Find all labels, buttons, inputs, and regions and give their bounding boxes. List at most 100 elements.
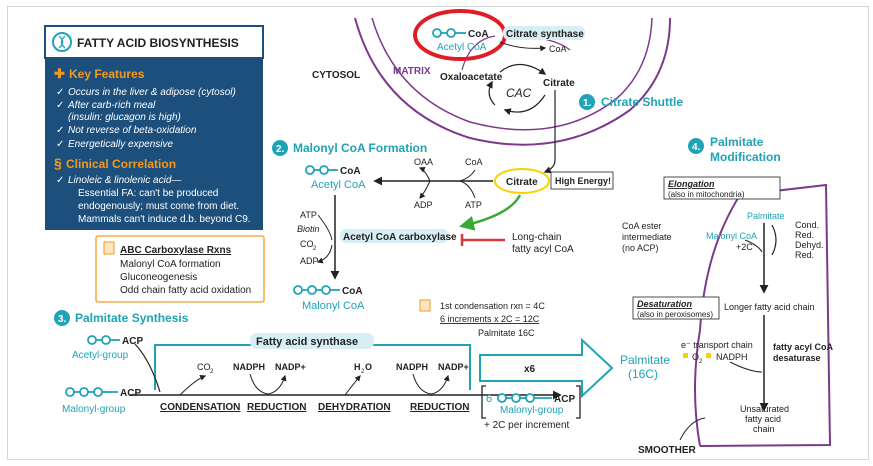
longer-chain-label: Longer fatty acid chain <box>724 302 815 312</box>
nadp-2: NADP+ <box>438 362 469 372</box>
citrate-oval <box>494 168 550 194</box>
elongation-sub: (also in mitochondria) <box>668 190 745 199</box>
red-label-1: Red. <box>795 230 814 240</box>
mitochondria: CYTOSOL MATRIX CoA Acetyl CoA Citrate sy… <box>312 9 671 174</box>
cond-label: Cond. <box>795 220 819 230</box>
step-dehydration: DEHYDRATION <box>318 402 391 413</box>
desaturase-line-2: desaturase <box>773 353 821 363</box>
clinical-heading: Clinical Correlation <box>66 157 176 171</box>
h2o-sub: 2 <box>361 369 365 375</box>
section-4-number: 4. <box>692 142 701 153</box>
step-reduction-1: REDUCTION <box>247 402 306 413</box>
high-energy-label: High Energy! <box>555 176 611 186</box>
malonyl-coa-label: Malonyl CoA <box>302 300 365 312</box>
feature-2: After carb-rich meal <box>67 100 156 111</box>
oaa-label: OAA <box>414 157 433 167</box>
malonyl-coa-coa: CoA <box>342 286 363 297</box>
coa-top: CoA <box>468 29 489 40</box>
cytosol-label: CYTOSOL <box>312 70 360 81</box>
dehyd-label: Dehyd. <box>795 240 824 250</box>
ester-line-1: CoA ester <box>622 221 662 231</box>
malonyl-group-label: Malonyl-group <box>62 404 126 415</box>
note-1: 1st condensation rxn = 4C <box>440 301 545 311</box>
acetyl-coa-cytosol <box>305 165 338 175</box>
nadph-2: NADPH <box>396 362 428 372</box>
section-3-badge <box>54 310 70 326</box>
desaturation-sub: (also in peroxisomes) <box>637 310 713 319</box>
check-icon: ✓ <box>56 139 64 150</box>
coa-label-2: CoA <box>340 166 361 177</box>
palmitate-product: Palmitate <box>620 353 670 367</box>
acp-1: ACP <box>122 336 143 347</box>
abc-carboxylase-box: ABC Carboxylase Rxns Malonyl CoA formati… <box>95 235 265 303</box>
dna-helix-icon: § <box>54 155 62 171</box>
abc-item-1: Malonyl CoA formation <box>120 259 221 270</box>
clinical-line-1: Linoleic & linolenic acid— <box>68 175 182 186</box>
loop-count: 6 <box>486 393 492 405</box>
fas-enzyme-label: Fatty acid synthase <box>256 336 358 348</box>
malonyl-coa-mod: Malonyl CoA <box>706 231 757 241</box>
x6-label: x6 <box>524 364 536 375</box>
h2o-o: O <box>365 362 372 372</box>
co2-out: CO <box>197 362 211 372</box>
section-4-badge <box>688 138 704 154</box>
key-box-title: FATTY ACID BIOSYNTHESIS <box>77 36 239 50</box>
cac-label: CAC <box>506 86 532 100</box>
check-icon: ✓ <box>56 87 64 98</box>
malonyl-acp-molecule <box>65 387 118 397</box>
coa-released: CoA <box>549 44 567 54</box>
x6-block-arrow <box>479 337 614 399</box>
unsat-line-1: Unsaturated <box>740 404 789 414</box>
smoother-label: SMOOTHER <box>638 445 697 456</box>
note-3: Palmitate 16C <box>478 328 535 338</box>
section-3-number: 3. <box>58 314 67 325</box>
acp-2: ACP <box>120 388 141 399</box>
loop-note: + 2C per increment <box>484 420 570 431</box>
co2-left-label: CO <box>300 239 314 249</box>
feature-3: (insulin: glucagon is high) <box>68 112 181 123</box>
palmitate-mod: Palmitate <box>747 211 785 221</box>
etc-o2: O <box>692 352 699 362</box>
activation-arrow <box>459 194 522 231</box>
nadph-1: NADPH <box>233 362 265 372</box>
etc-nadph: NADPH <box>716 352 748 362</box>
abc-item-3: Odd chain fatty acid oxidation <box>120 285 251 296</box>
feature-4: Not reverse of beta-oxidation <box>68 125 197 136</box>
check-icon: ✓ <box>56 125 64 136</box>
key-features-box: FATTY ACID BIOSYNTHESIS ✚ Key Features ✓… <box>44 25 264 230</box>
matrix-label: MATRIX <box>393 66 431 77</box>
clinical-line-2: Essential FA: can't be produced <box>78 188 218 199</box>
note-icon <box>103 241 115 255</box>
citrate-cytosol-label: Citrate <box>506 177 538 188</box>
note-2: 6 increments x 2C = 12C <box>440 314 540 324</box>
etc-o2-sub: 2 <box>699 359 703 365</box>
clinical-line-4: Mammals can't induce d.b. beyond C9. <box>78 214 251 225</box>
step-reduction-2: REDUCTION <box>410 402 469 413</box>
unsat-line-3: chain <box>753 424 775 434</box>
h2o-h: H <box>354 362 361 372</box>
elongation-title: Elongation <box>668 179 715 189</box>
atp-left-label: ATP <box>300 210 317 220</box>
section-4-title-2: Modification <box>710 150 781 164</box>
co2-out-sub: 2 <box>210 369 214 375</box>
section-2-badge <box>272 140 288 156</box>
section-2-number: 2. <box>276 144 285 155</box>
nadp-1: NADP+ <box>275 362 306 372</box>
check-icon: ✓ <box>56 100 64 111</box>
section-3-title: Palmitate Synthesis <box>75 311 189 325</box>
acetyl-group-label: Acetyl-group <box>72 350 129 361</box>
malonyl-coa-molecule <box>293 285 340 295</box>
section-4-title-1: Palmitate <box>710 135 764 149</box>
ester-line-2: intermediate <box>622 232 672 242</box>
key-features-heading: Key Features <box>69 67 145 81</box>
inhibitor-line-1: Long-chain <box>512 232 561 243</box>
unsat-line-2: fatty acid <box>745 414 781 424</box>
section-1-title: Citrate Shuttle <box>601 95 683 109</box>
abc-item-2: Gluconeogenesis <box>120 272 197 283</box>
acetyl-coa-top: Acetyl CoA <box>437 42 487 53</box>
citrate-synthase-label: Citrate synthase <box>506 29 584 40</box>
clinical-line-3: endogenously; must come from diet. <box>78 201 239 212</box>
section-1-badge <box>579 94 595 110</box>
acc-enzyme-label: Acetyl CoA carboxylase <box>343 232 457 243</box>
